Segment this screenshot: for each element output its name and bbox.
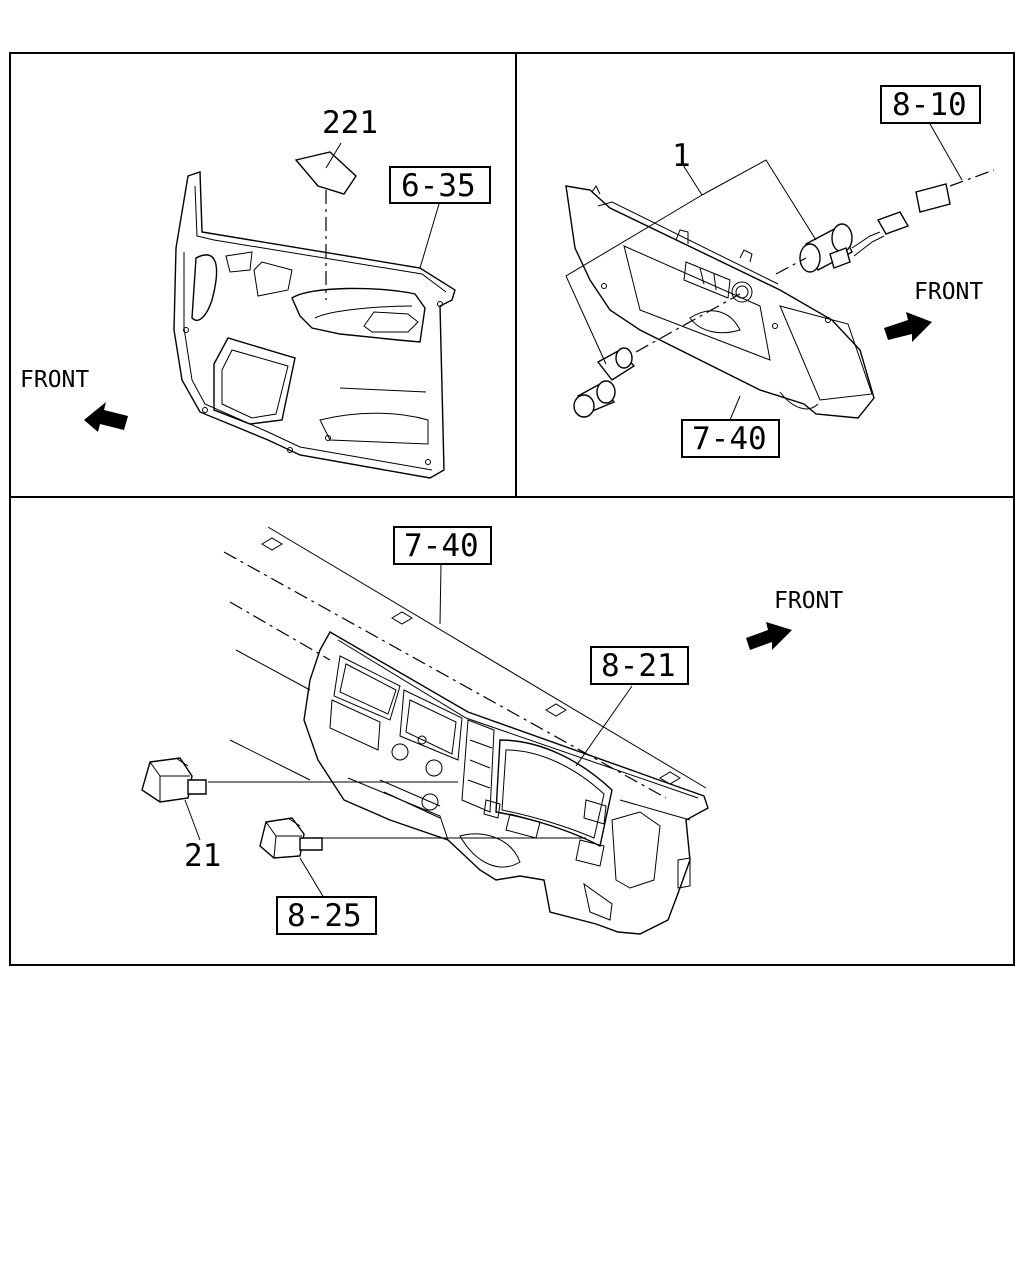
switch-part-8-25 (259, 817, 323, 859)
leader-line-21 (184, 799, 201, 841)
leader-line-7-40-top (729, 395, 741, 421)
ref-box-8-25 (276, 896, 377, 935)
front-label-dash: FRONT (774, 588, 843, 614)
door-trim-drawing (173, 171, 456, 479)
cigar-lighter-panel: 1 8-10 7-40 FRONT (565, 85, 995, 458)
dashboard-panel: 7-40 8-21 8-25 21 FRONT (141, 526, 843, 935)
part-number-21: 21 (184, 838, 221, 874)
ref-box-8-10 (880, 85, 981, 124)
leader-line-8-25 (299, 857, 325, 899)
dashboard-drawing (223, 526, 709, 935)
switch-part-21 (141, 757, 207, 803)
leader-line-221 (325, 142, 342, 169)
front-arrow-icon (884, 312, 932, 342)
leader-line-6-35 (419, 203, 440, 269)
diagram-frame (9, 52, 1015, 966)
dashed-line-socket (775, 257, 807, 275)
part-number-221: 221 (322, 105, 378, 141)
leader-line-8-10 (929, 123, 963, 181)
ref-box-7-40-bottom (393, 526, 492, 565)
instrument-panel-section-drawing (565, 185, 875, 419)
front-arrow-icon (84, 402, 128, 432)
dashed-line-harness (949, 169, 995, 187)
switch-cover-part (294, 151, 357, 195)
leader-line-8-21 (575, 685, 633, 767)
ref-label-7-40-bottom: 7-40 (404, 528, 479, 564)
door-trim-panel: 221 6-35 FRONT (20, 105, 491, 479)
ref-label-7-40-top: 7-40 (692, 421, 767, 457)
leader-line-1 (565, 159, 817, 365)
part-number-1: 1 (672, 138, 691, 174)
leader-line-7-40-bottom (439, 563, 442, 625)
ref-label-6-35: 6-35 (401, 168, 476, 204)
ref-label-8-10: 8-10 (892, 87, 967, 123)
front-arrow-icon (746, 622, 792, 650)
front-label-cigar: FRONT (914, 279, 983, 305)
dashed-line-lighter (635, 293, 741, 353)
ref-box-6-35 (389, 166, 491, 204)
cigar-lighter-part (573, 347, 636, 418)
ref-label-8-25: 8-25 (287, 898, 362, 934)
ref-box-8-21 (590, 646, 689, 685)
ref-label-8-21: 8-21 (601, 648, 676, 684)
ref-box-7-40-top (681, 419, 780, 458)
lighter-socket-part (799, 183, 951, 273)
front-label-door: FRONT (20, 367, 89, 393)
